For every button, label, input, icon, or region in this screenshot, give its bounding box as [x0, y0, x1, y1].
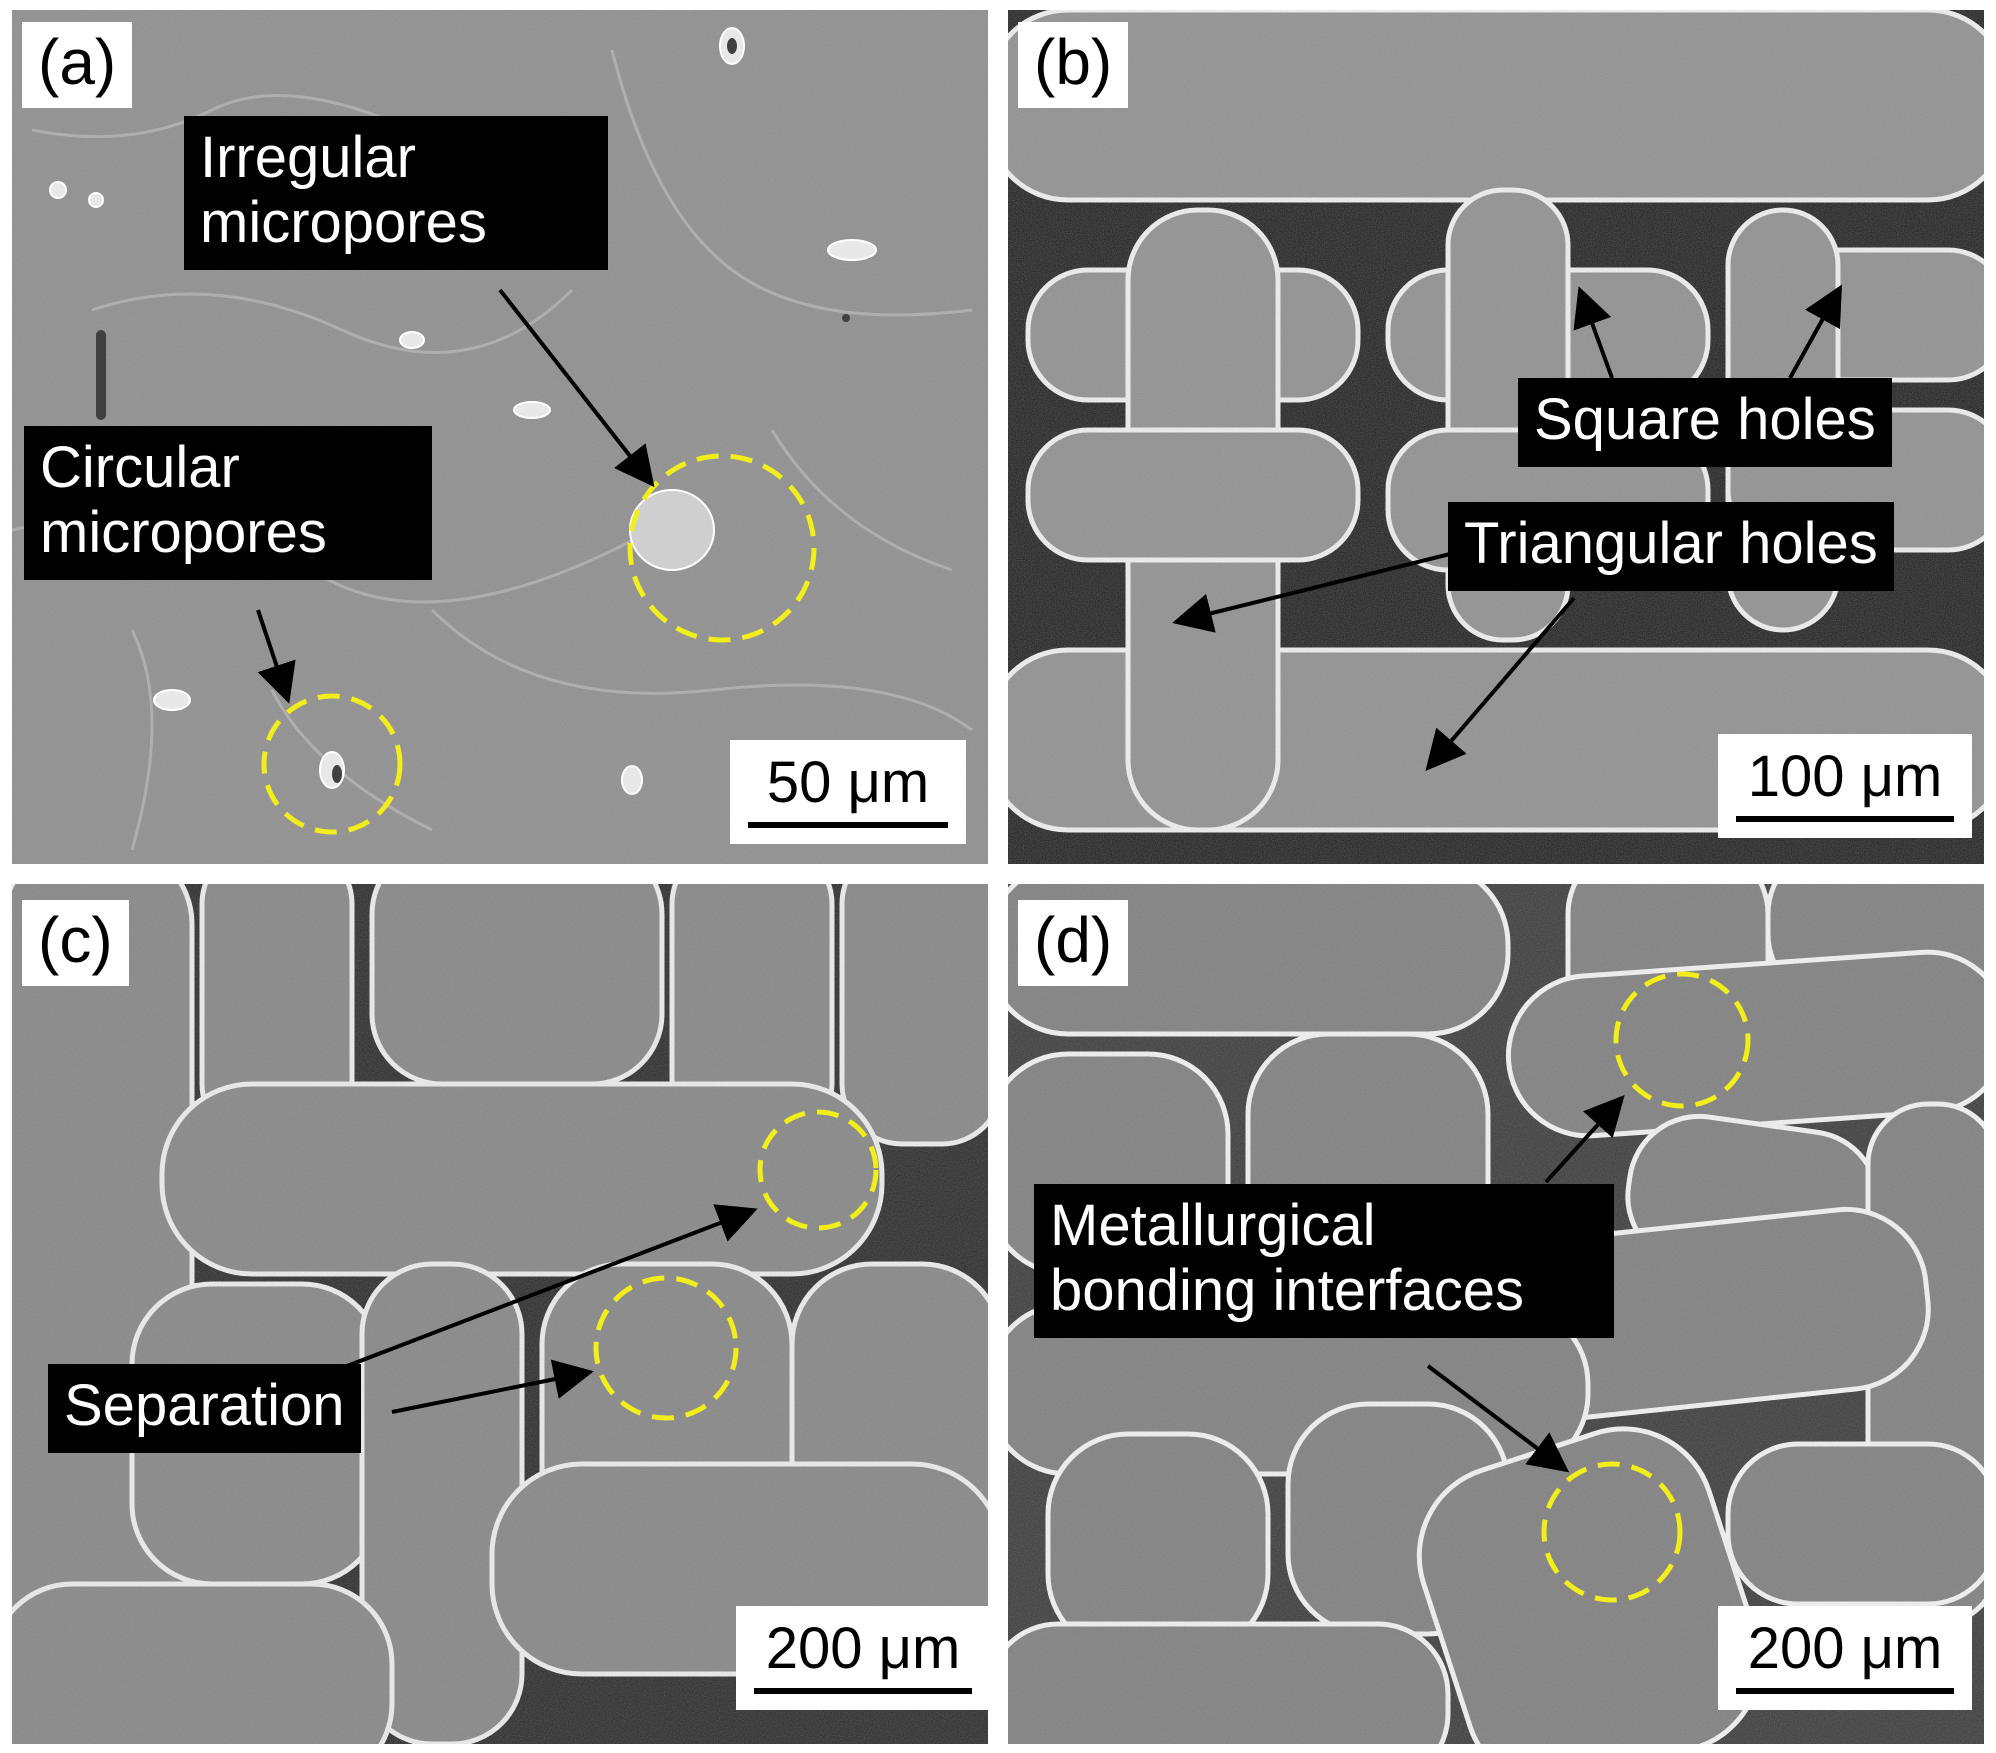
panel-c: (c) Separation 200 μm	[12, 884, 988, 1744]
callout-irregular-micropores: Irregular micropores	[184, 116, 608, 270]
scale-bar-line-d	[1736, 1688, 1954, 1694]
callout-metallurgical-bonding-interfaces: Metallurgical bonding interfaces	[1034, 1184, 1614, 1338]
scale-bar-c: 200 μm	[736, 1606, 988, 1710]
scale-bar-a: 50 μm	[730, 740, 966, 844]
scale-bar-d: 200 μm	[1718, 1606, 1972, 1710]
callout-triangular-holes: Triangular holes	[1448, 502, 1894, 591]
panel-label-b: (b)	[1018, 22, 1129, 108]
scale-bar-label-a: 50 μm	[766, 750, 930, 815]
scale-bar-label-d: 200 μm	[1747, 1616, 1943, 1681]
callout-separation: Separation	[48, 1364, 361, 1453]
panel-b: (b) Square holes Triangular holes 100 μm	[1008, 10, 1984, 864]
panel-d: (d) Metallurgical bonding interfaces 200…	[1008, 884, 1984, 1744]
scale-bar-label-b: 100 μm	[1747, 744, 1943, 809]
scale-bar-label-c: 200 μm	[765, 1616, 961, 1681]
callout-circular-micropores: Circular micropores	[24, 426, 432, 580]
panel-label-c: (c)	[22, 900, 129, 986]
panel-label-a: (a)	[22, 22, 133, 108]
panel-a: (a) Irregular micropores Circular microp…	[12, 10, 988, 864]
scale-bar-b: 100 μm	[1718, 734, 1972, 838]
scale-bar-line-b	[1736, 816, 1954, 822]
panel-label-d: (d)	[1018, 900, 1129, 986]
scale-bar-line-c	[754, 1688, 972, 1694]
scale-bar-line-a	[748, 822, 948, 828]
callout-square-holes: Square holes	[1518, 378, 1892, 467]
